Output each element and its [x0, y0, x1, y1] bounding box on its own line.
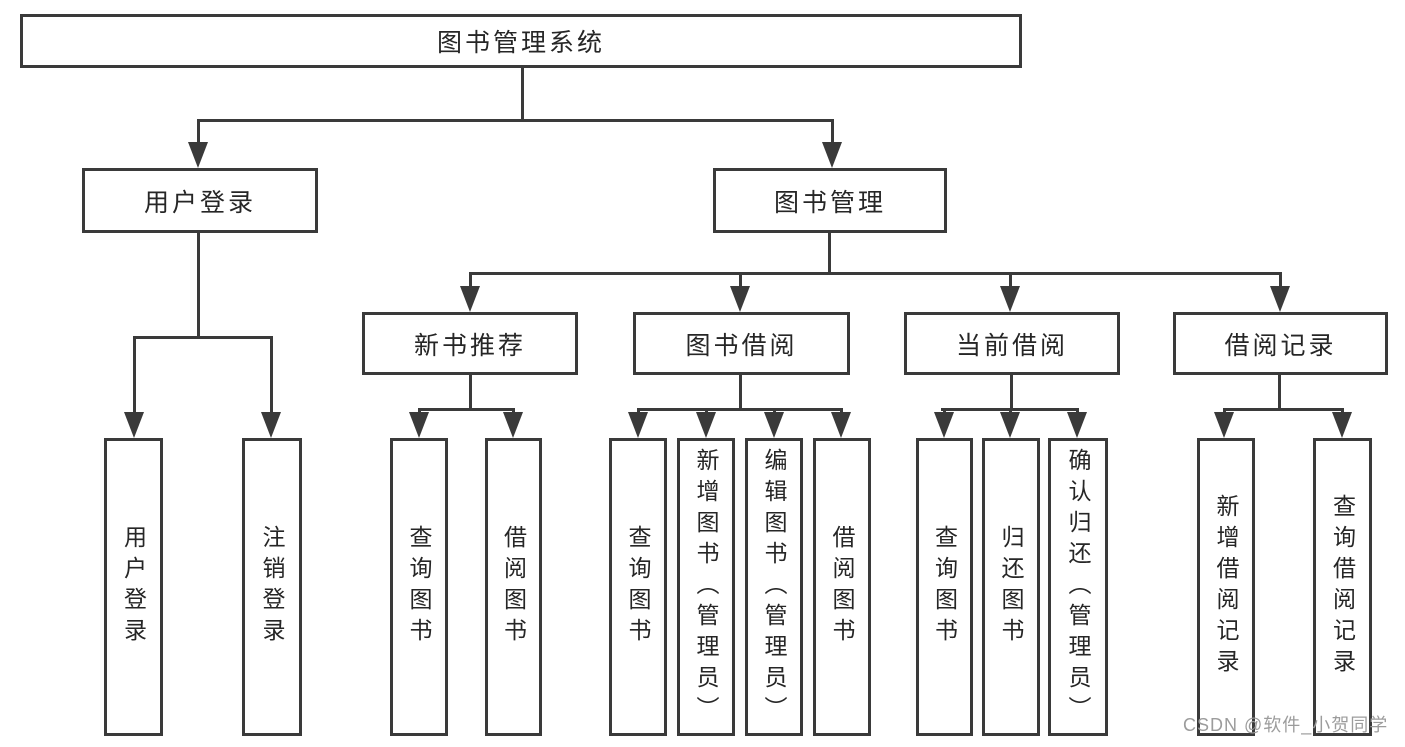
connector-line — [197, 119, 834, 122]
arrow-down-icon — [1332, 412, 1352, 438]
node-library-management-system: 图书管理系统 — [20, 14, 1022, 68]
connector-line — [469, 375, 472, 409]
leaf-current-return-books: 归还图书 — [982, 438, 1040, 736]
arrow-down-icon — [261, 412, 281, 438]
leaf-records-add-borrow-record: 新增借阅记录 — [1197, 438, 1255, 736]
connector-line — [197, 119, 200, 149]
connector-line — [828, 233, 831, 273]
connector-line — [637, 408, 843, 411]
leaf-borrowing-add-books-admin: 新增图书（管理员） — [677, 438, 735, 736]
node-user-login: 用户登录 — [82, 168, 318, 233]
leaf-borrowing-edit-books-admin: 编辑图书（管理员） — [745, 438, 803, 736]
node-book-borrowing: 图书借阅 — [633, 312, 850, 375]
connector-line — [469, 272, 1282, 275]
leaf-current-query-books: 查询图书 — [916, 438, 973, 736]
node-new-book-recommendation: 新书推荐 — [362, 312, 578, 375]
arrow-down-icon — [628, 412, 648, 438]
connector-line — [739, 375, 742, 409]
leaf-logout-login: 注销登录 — [242, 438, 302, 736]
node-borrowing-records: 借阅记录 — [1173, 312, 1388, 375]
arrow-down-icon — [696, 412, 716, 438]
leaf-recommend-borrow-books: 借阅图书 — [485, 438, 542, 736]
leaf-current-confirm-return-admin: 确认归还（管理员） — [1048, 438, 1108, 736]
leaf-user-login: 用户登录 — [104, 438, 163, 736]
arrow-down-icon — [409, 412, 429, 438]
arrow-down-icon — [124, 412, 144, 438]
connector-line — [1278, 375, 1281, 409]
node-current-borrowing: 当前借阅 — [904, 312, 1120, 375]
leaf-recommend-query-books: 查询图书 — [390, 438, 448, 736]
connector-line — [1224, 408, 1344, 411]
arrow-down-icon — [730, 286, 750, 312]
arrow-down-icon — [1214, 412, 1234, 438]
connector-line — [133, 336, 136, 420]
arrow-down-icon — [503, 412, 523, 438]
connector-line — [270, 336, 273, 420]
arrow-down-icon — [1000, 412, 1020, 438]
leaf-borrowing-borrow-books: 借阅图书 — [813, 438, 871, 736]
node-book-management: 图书管理 — [713, 168, 947, 233]
connector-line — [1010, 375, 1013, 409]
connector-line — [418, 408, 515, 411]
connector-line — [1279, 272, 1282, 292]
arrow-down-icon — [1270, 286, 1290, 312]
connector-line — [469, 272, 472, 292]
arrow-down-icon — [1000, 286, 1020, 312]
arrow-down-icon — [1067, 412, 1087, 438]
connector-line — [197, 233, 200, 337]
connector-line — [739, 272, 742, 292]
connector-line — [521, 68, 524, 120]
connector-line — [133, 336, 273, 339]
connector-line — [1009, 272, 1012, 292]
connector-line — [831, 119, 834, 149]
csdn-watermark: CSDN @软件_小贺同学 — [1183, 715, 1389, 735]
arrow-down-icon — [188, 142, 208, 168]
leaf-records-query-borrow-record: 查询借阅记录 — [1313, 438, 1372, 736]
arrow-down-icon — [764, 412, 784, 438]
arrow-down-icon — [460, 286, 480, 312]
arrow-down-icon — [934, 412, 954, 438]
arrow-down-icon — [822, 142, 842, 168]
leaf-borrowing-query-books: 查询图书 — [609, 438, 667, 736]
arrow-down-icon — [831, 412, 851, 438]
